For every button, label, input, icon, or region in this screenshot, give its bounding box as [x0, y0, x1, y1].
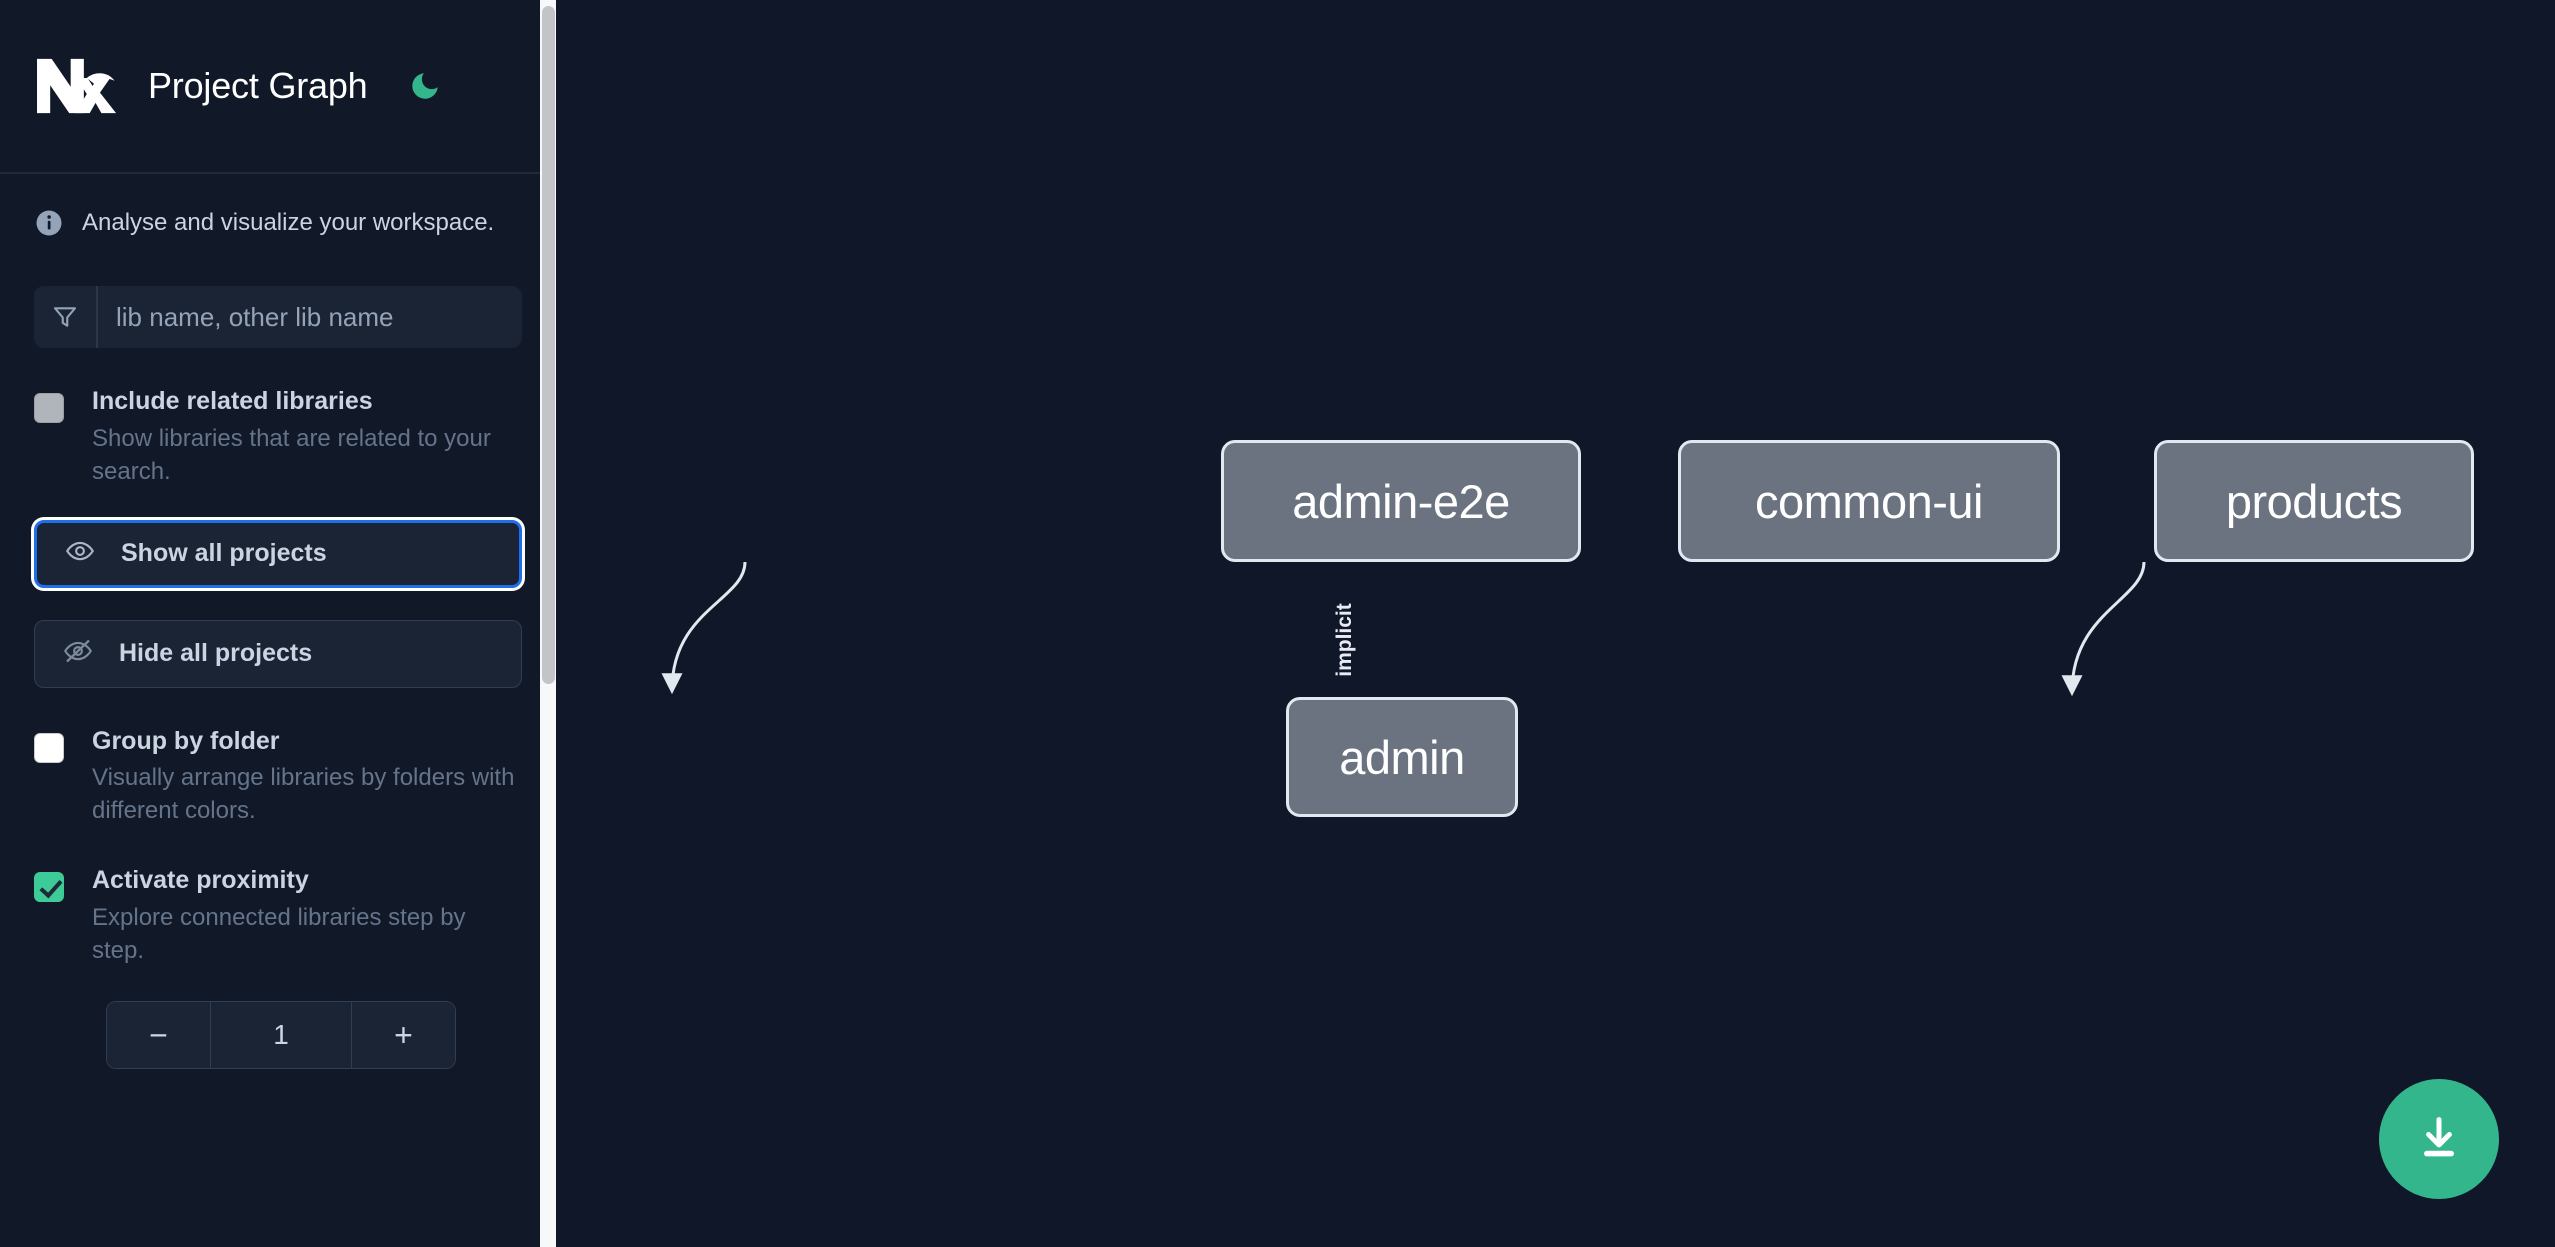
sidebar: Project Graph Analyse and visualize your… [0, 0, 556, 1247]
graph-node-common-ui[interactable]: common-ui [1678, 440, 2060, 562]
option-group-by-folder: Group by folder Visually arrange librari… [34, 726, 522, 828]
option-include-related-libraries: Include related libraries Show libraries… [34, 387, 522, 488]
graph-edges [661, 561, 2146, 697]
search-input[interactable] [98, 286, 522, 348]
option-text-include-related-libraries: Include related libraries Show libraries… [92, 387, 522, 488]
include-related-libraries-checkbox[interactable] [34, 393, 64, 423]
show-all-projects-button[interactable]: Show all projects [34, 519, 522, 588]
page-title: Project Graph [148, 65, 368, 106]
sidebar-header: Project Graph [0, 0, 556, 174]
sidebar-body: Analyse and visualize your workspace. In… [0, 208, 556, 1070]
eye-icon [65, 536, 95, 571]
option-label: Group by folder [92, 726, 280, 755]
option-text-activate-proximity: Activate proximity Explore connected lib… [92, 867, 522, 967]
nx-logo-icon [34, 56, 122, 116]
tagline: Analyse and visualize your workspace. [34, 208, 522, 238]
tagline-text: Analyse and visualize your workspace. [82, 209, 495, 236]
show-all-projects-label: Show all projects [121, 539, 327, 568]
proximity-value: 1 [211, 1002, 351, 1069]
checkbox-wrap-group-by-folder [34, 728, 92, 828]
hide-all-projects-button[interactable]: Hide all projects [34, 619, 522, 688]
option-description: Explore connected libraries step by step… [92, 903, 466, 965]
hide-all-projects-label: Hide all projects [119, 639, 313, 668]
checkbox-wrap-activate-proximity [34, 867, 92, 967]
eye-off-icon [63, 636, 93, 671]
graph-node-admin[interactable]: admin [1286, 697, 1518, 817]
proximity-decrement-button[interactable]: − [107, 1002, 211, 1069]
funnel-icon [34, 286, 98, 348]
group-by-folder-checkbox[interactable] [34, 732, 64, 763]
download-icon [2413, 1112, 2465, 1167]
edge-label-admin-implicit: implicit [1332, 603, 1356, 677]
option-activate-proximity: Activate proximity Explore connected lib… [34, 867, 522, 967]
graph-node-admin-e2e[interactable]: admin-e2e [1221, 440, 1581, 562]
proximity-stepper: − 1 + [106, 1001, 456, 1070]
checkbox-wrap-include-related-libraries [34, 388, 92, 488]
download-graph-button[interactable] [2379, 1079, 2499, 1199]
option-label: Activate proximity [92, 866, 309, 895]
filter-box[interactable] [34, 286, 522, 348]
graph-node-products[interactable]: products [2154, 440, 2474, 562]
sidebar-scrollbar-thumb[interactable] [542, 6, 555, 684]
option-description: Visually arrange libraries by folders wi… [92, 764, 515, 825]
option-text-group-by-folder: Group by folder Visually arrange librari… [92, 726, 522, 828]
moon-icon[interactable] [404, 65, 446, 107]
proximity-increment-button[interactable]: + [351, 1002, 455, 1069]
option-description: Show libraries that are related to your … [92, 424, 491, 485]
activate-proximity-checkbox[interactable] [34, 872, 64, 903]
sidebar-scrollbar[interactable] [540, 0, 556, 1247]
info-icon [34, 208, 64, 238]
option-label: Include related libraries [92, 387, 373, 415]
graph-canvas[interactable]: admin-e2e common-ui products store-e2e a… [556, 0, 2555, 1247]
